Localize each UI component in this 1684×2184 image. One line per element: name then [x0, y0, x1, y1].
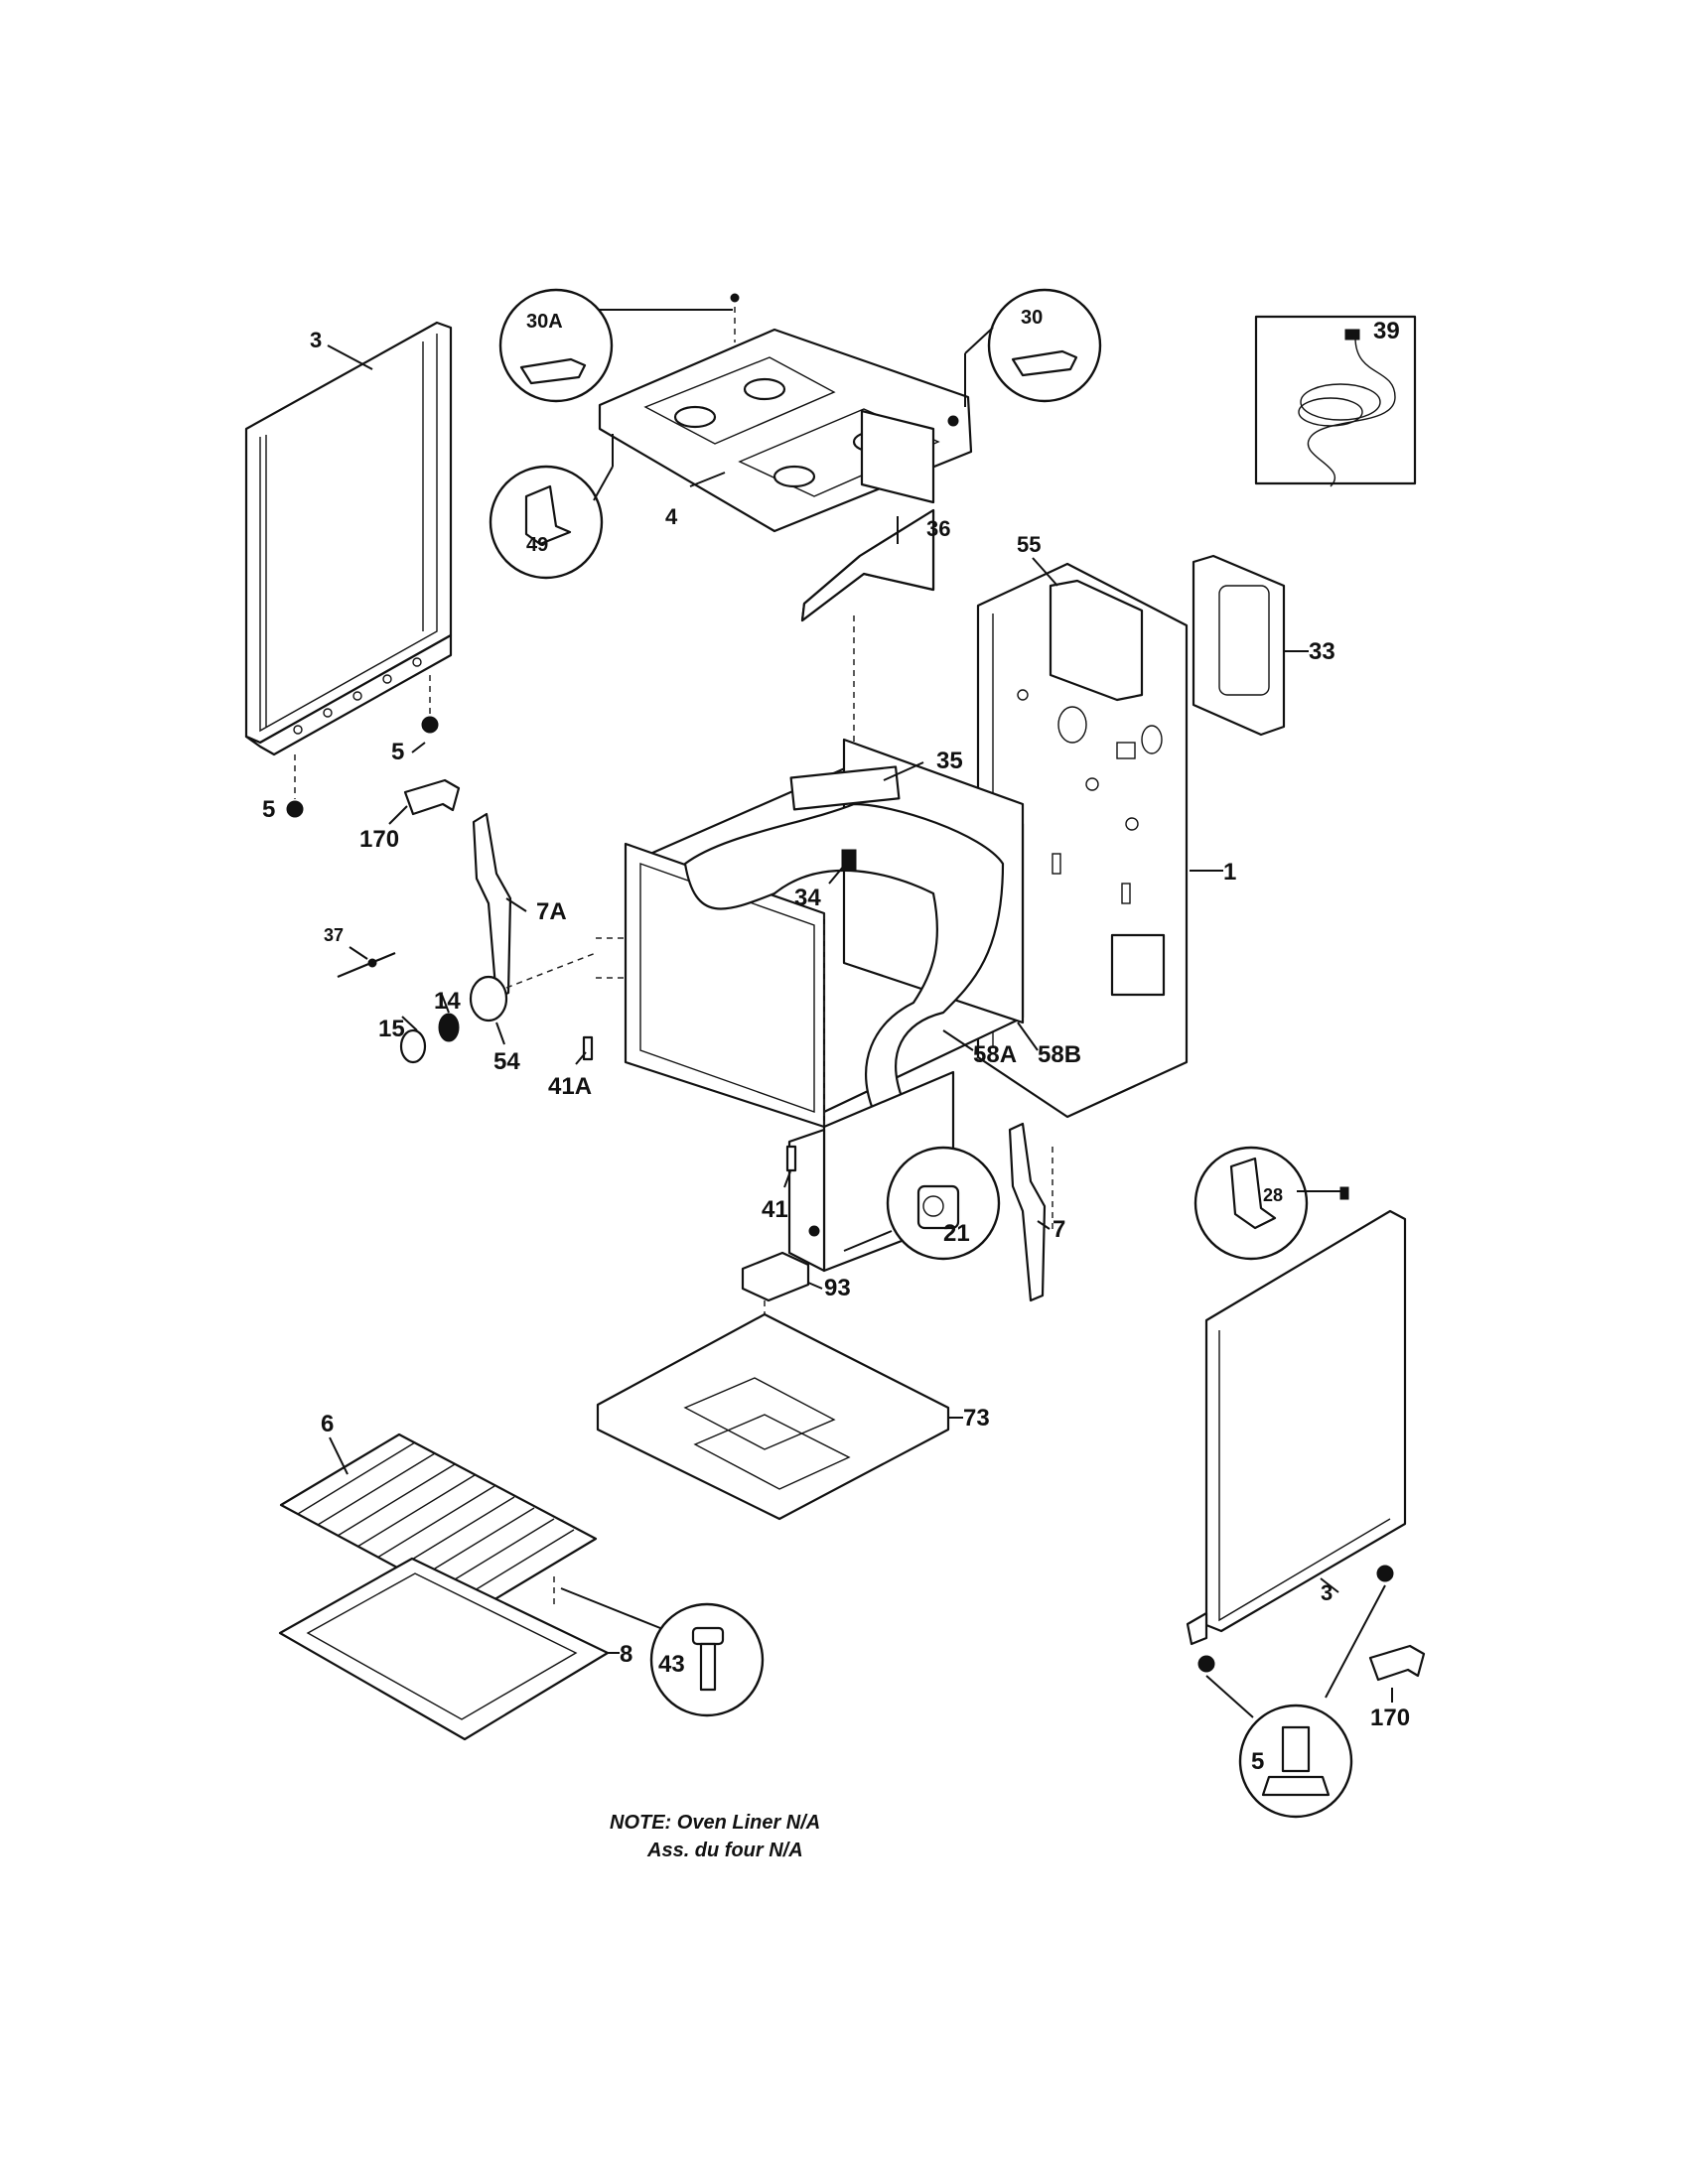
label-1: 1 [1223, 859, 1236, 886]
note-line-2: Ass. du four N/A [646, 1840, 803, 1861]
left-side-panel [244, 321, 453, 756]
label-8: 8 [620, 1641, 632, 1668]
door-hinge-left [472, 812, 527, 1001]
label-6: 6 [321, 1411, 334, 1437]
label-170-b: 170 [1370, 1705, 1410, 1731]
label-5-c: 5 [1251, 1748, 1264, 1775]
label-58a: 58A [973, 1041, 1017, 1068]
label-7a: 7A [536, 898, 567, 925]
callout-43[interactable] [553, 1576, 765, 1717]
callout-5[interactable] [1238, 1704, 1353, 1819]
label-34: 34 [794, 885, 821, 911]
label-54: 54 [493, 1048, 520, 1075]
callout-21[interactable] [843, 1146, 1001, 1261]
terminal-cover [1192, 554, 1309, 737]
oven-sensor [337, 946, 396, 979]
label-7: 7 [1052, 1216, 1065, 1243]
label-15: 15 [378, 1016, 405, 1042]
label-5-a: 5 [391, 739, 404, 765]
right-side-panel [1186, 1209, 1407, 1646]
hinge-receptacle-left [575, 1035, 594, 1065]
anti-tip-bracket-left [388, 778, 461, 825]
label-43: 43 [658, 1651, 685, 1678]
label-30a: 30A [526, 311, 563, 333]
leveling-screw-small-3 [1197, 1565, 1394, 1718]
label-33: 33 [1309, 638, 1335, 665]
oven-cavity [596, 738, 1025, 1221]
callout-28[interactable] [1193, 1146, 1349, 1261]
leveling-screw-small-2 [286, 754, 304, 818]
label-30: 30 [1021, 307, 1043, 329]
label-3-left: 3 [310, 328, 322, 352]
callout-30a[interactable] [498, 288, 740, 403]
label-28: 28 [1263, 1185, 1283, 1205]
back-bracket [1032, 557, 1144, 702]
oven-light-assembly [399, 952, 597, 1064]
label-41: 41 [762, 1196, 788, 1223]
callout-49[interactable] [489, 465, 614, 580]
label-39: 39 [1373, 318, 1400, 344]
label-93: 93 [824, 1275, 851, 1301]
label-3-right: 3 [1321, 1580, 1333, 1605]
label-36: 36 [926, 516, 950, 541]
callout-30[interactable] [947, 288, 1102, 427]
label-170-a: 170 [359, 826, 399, 853]
label-35: 35 [936, 748, 963, 774]
label-73: 73 [963, 1405, 990, 1432]
label-41a: 41A [548, 1073, 592, 1100]
oven-rack [279, 1433, 598, 1612]
vent-duct [800, 409, 935, 754]
label-55: 55 [1017, 532, 1041, 557]
label-37: 37 [324, 925, 344, 945]
anti-tip-bracket-right [1368, 1644, 1426, 1703]
label-5-b: 5 [262, 796, 275, 823]
label-21: 21 [943, 1220, 970, 1247]
power-cord-box [1254, 315, 1417, 487]
label-4: 4 [665, 504, 678, 529]
door-hinge-right [1008, 1122, 1053, 1302]
leveling-screw-small-1 [411, 675, 439, 753]
hinge-receptacle-right [783, 1145, 797, 1188]
label-14: 14 [434, 988, 461, 1015]
note-line-1: NOTE: Oven Liner N/A [610, 1812, 820, 1834]
label-58b: 58B [1038, 1041, 1081, 1068]
storage-drawer [596, 1312, 963, 1521]
broil-pan [278, 1557, 620, 1741]
label-49: 49 [526, 534, 548, 556]
